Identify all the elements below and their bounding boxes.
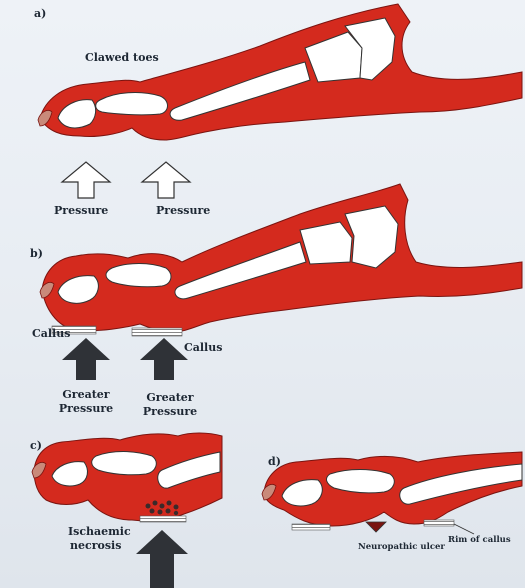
panel-c-pressure-arrow [136,530,188,588]
panel-a-foot [38,4,522,140]
panel-a-pressure-label-1: Pressure [54,205,108,217]
panel-d-foot [262,452,522,534]
panel-c-foot [32,433,222,522]
panel-a-letter: a) [34,8,46,20]
panel-b-greater-label-1b: Pressure [56,403,116,415]
panel-b-greater-pressure-arrow-1 [62,338,110,380]
panel-a-pressure-label-2: Pressure [156,205,210,217]
panel-b-tarsal-bone-1 [300,222,352,264]
panel-c-necrosis-label: necrosis [70,540,121,552]
panel-b-callus-label-1: Callus [32,328,70,340]
panel-b-foot [40,184,522,336]
panel-b-greater-label-2a: Greater [140,392,200,404]
panel-b-greater-pressure-arrow-2 [140,338,188,380]
panel-d-neuropathic-ulcer [366,522,386,532]
panel-b-letter: b) [30,248,43,260]
panel-c-phalanx-1 [92,452,157,475]
panel-d-rim-pointer [454,524,474,534]
panel-b-greater-label-2b: Pressure [140,406,200,418]
panel-b-callus-label-2: Callus [184,342,222,354]
panel-d-callus-1 [292,524,330,530]
panel-d-letter: d) [268,456,281,468]
panel-a-pressure-arrow-2 [142,162,190,198]
panel-b-callus-2 [132,328,182,336]
panel-b-proximal-phalanx [106,264,171,287]
panel-d-rim-label: Rim of callus [448,534,511,546]
panel-c-ischaemic-label: Ischaemic [68,526,131,538]
panel-c-letter: c) [30,440,42,452]
clawed-toes-label: Clawed toes [85,52,159,64]
panel-b-greater-label-1a: Greater [56,389,116,401]
panel-d-rim-of-callus [424,520,454,526]
panel-d-ulcer-label: Neuropathic ulcer [358,541,445,553]
panel-a-pressure-arrow-1 [62,162,110,198]
panel-c-callus [140,516,186,522]
